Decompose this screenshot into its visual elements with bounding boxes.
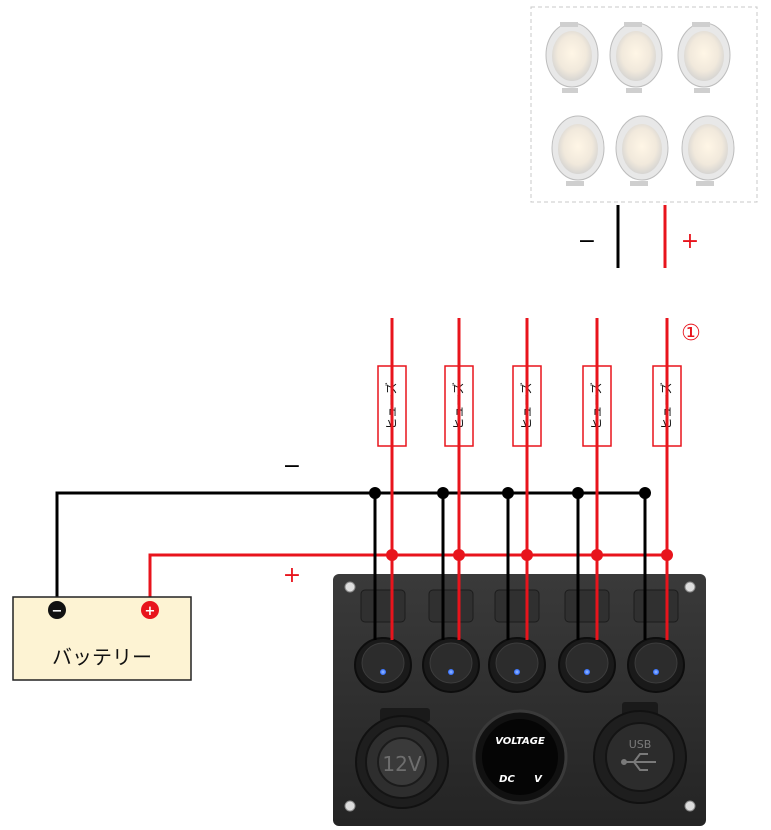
- junction-dots: [369, 487, 673, 561]
- led-lights-group: [530, 6, 758, 203]
- negative-junction-dot: [572, 487, 584, 499]
- label-slot: [494, 589, 540, 623]
- rocker-switch[interactable]: [422, 637, 480, 693]
- light-minus-label: −: [578, 229, 596, 254]
- switch-led-icon: [653, 669, 659, 675]
- voltmeter-dc-label: DC: [499, 774, 515, 785]
- screw-icon: [344, 800, 356, 812]
- label-slot: [428, 589, 474, 623]
- positive-junction-dot: [453, 549, 465, 561]
- circuit-number: ①: [681, 321, 701, 346]
- battery-body: [12, 596, 192, 681]
- label-slot: [360, 589, 406, 623]
- positive-junction-dot: [591, 549, 603, 561]
- label-slot: [633, 589, 679, 623]
- screw-icon: [684, 581, 696, 593]
- battery-label: バッテリー: [52, 645, 152, 669]
- led-downlight-icon: [615, 115, 669, 186]
- usb-label: USB: [629, 738, 652, 751]
- negative-junction-dot: [502, 487, 514, 499]
- rocker-switch[interactable]: [558, 637, 616, 693]
- led-downlight-icon: [677, 22, 731, 93]
- negative-junction-dot: [369, 487, 381, 499]
- fuse-columns: ヒューズヒューズヒューズヒューズヒューズ: [377, 365, 682, 447]
- rocker-switches: [354, 637, 685, 693]
- positive-junction-dot: [521, 549, 533, 561]
- positive-bus-wire: [148, 553, 667, 610]
- led-downlight-icon: [545, 22, 599, 93]
- negative-junction-dot: [639, 487, 651, 499]
- led-downlight-icon: [609, 22, 663, 93]
- light-plus-label: +: [681, 229, 699, 254]
- switch-panel: 12V VOLTAGE DC V USB: [333, 574, 706, 826]
- positive-junction-dot: [661, 549, 673, 561]
- battery-negative-terminal: [48, 601, 66, 619]
- usb-icon: [621, 753, 656, 771]
- switch-led-icon: [514, 669, 520, 675]
- battery-positive-terminal: [141, 601, 159, 619]
- voltmeter-title: VOLTAGE: [495, 736, 545, 747]
- screw-icon: [344, 581, 356, 593]
- negative-junction-dot: [437, 487, 449, 499]
- positive-junction-dot: [386, 549, 398, 561]
- rocker-switch[interactable]: [627, 637, 685, 693]
- led-downlight-icon: [681, 115, 735, 186]
- bus-plus-label: +: [283, 563, 301, 588]
- bus-minus-label: −: [283, 454, 301, 479]
- switch-wires: [373, 318, 669, 640]
- socket-12v-label: 12V: [382, 752, 421, 776]
- rocker-switch[interactable]: [354, 637, 412, 693]
- battery-pos-symbol: +: [145, 604, 156, 619]
- cigarette-socket-12v: 12V: [355, 708, 449, 809]
- usb-socket: USB: [593, 702, 687, 804]
- battery: − + バッテリー: [12, 596, 192, 681]
- switch-led-icon: [448, 669, 454, 675]
- switch-led-icon: [584, 669, 590, 675]
- rocker-switch[interactable]: [488, 637, 546, 693]
- screw-icon: [684, 800, 696, 812]
- voltmeter: VOLTAGE DC V: [472, 709, 568, 805]
- battery-neg-symbol: −: [52, 604, 63, 619]
- voltmeter-v-label: V: [534, 774, 543, 785]
- led-downlight-icon: [551, 115, 605, 186]
- switch-led-icon: [380, 669, 386, 675]
- label-slot: [564, 589, 610, 623]
